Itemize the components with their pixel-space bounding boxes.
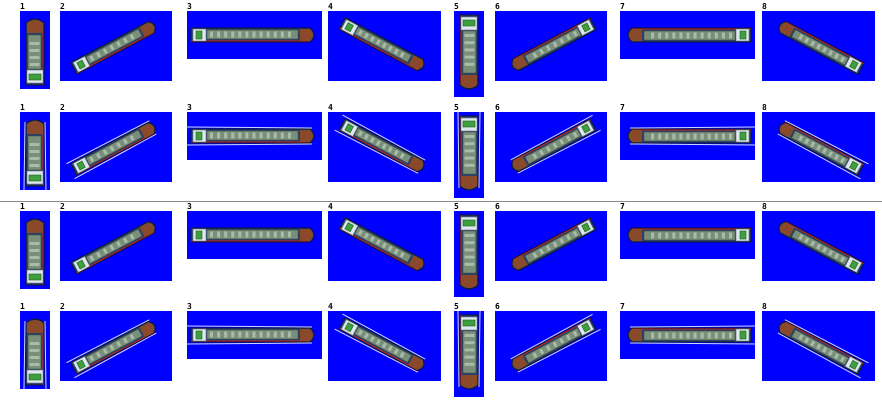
direction-label: 4 — [328, 202, 333, 211]
ship-sprite — [459, 14, 479, 90]
direction-label: 3 — [187, 202, 192, 211]
sprite-tile — [60, 11, 172, 81]
direction-label: 2 — [60, 2, 65, 11]
sprite-tile — [762, 311, 875, 381]
sprite-tile — [60, 211, 172, 281]
ship-sprite — [190, 227, 315, 243]
direction-label: 5 — [454, 302, 459, 311]
ship-sprite — [511, 217, 597, 271]
ship-sprite — [334, 313, 426, 373]
direction-label: 2 — [60, 103, 65, 112]
sprite-tile — [60, 311, 172, 381]
ship-sprite — [778, 20, 865, 75]
direction-label: 6 — [495, 103, 500, 112]
sprite-tile — [495, 11, 607, 81]
sprite-tile — [495, 311, 607, 381]
direction-label: 3 — [187, 302, 192, 311]
ship-sprite — [778, 220, 865, 275]
sprite-tile — [187, 112, 322, 160]
ship-sprite — [627, 227, 752, 243]
sprite-tile — [454, 311, 484, 397]
ship-sprite — [66, 120, 157, 180]
direction-label: 8 — [762, 302, 767, 311]
sprite-tile — [620, 112, 755, 160]
sprite-tile — [187, 211, 322, 259]
direction-label: 4 — [328, 302, 333, 311]
direction-label: 7 — [620, 103, 625, 112]
ship-sprite — [510, 313, 601, 373]
sprite-tile — [328, 112, 441, 182]
direction-label: 4 — [328, 103, 333, 112]
sprite-tile — [620, 11, 755, 59]
ship-sprite — [627, 325, 755, 345]
sprite-tile — [454, 211, 484, 297]
ship-sprite — [777, 120, 869, 180]
sprite-tile — [454, 112, 484, 198]
sprite-tile — [328, 11, 441, 81]
direction-label: 2 — [60, 202, 65, 211]
direction-label: 8 — [762, 2, 767, 11]
ship-sprite — [777, 319, 869, 379]
ship-sprite — [510, 114, 601, 174]
ship-sprite — [23, 318, 47, 389]
direction-label: 6 — [495, 2, 500, 11]
sprite-tile — [20, 11, 50, 89]
sprite-tile — [762, 211, 875, 281]
direction-label: 4 — [328, 2, 333, 11]
ship-sprite — [190, 27, 315, 43]
ship-sprite — [334, 114, 426, 174]
direction-label: 6 — [495, 202, 500, 211]
ship-sprite — [70, 21, 156, 75]
direction-label: 1 — [20, 2, 25, 11]
direction-label: 6 — [495, 302, 500, 311]
direction-label: 1 — [20, 302, 25, 311]
direction-label: 8 — [762, 103, 767, 112]
ship-sprite — [627, 27, 752, 43]
direction-label: 7 — [620, 302, 625, 311]
sprite-tile — [762, 112, 875, 182]
ship-sprite — [627, 126, 755, 146]
sprite-tile — [454, 11, 484, 97]
ship-sprite — [459, 214, 479, 290]
direction-label: 7 — [620, 2, 625, 11]
sprite-tile — [187, 311, 322, 359]
ship-sprite — [187, 126, 315, 146]
direction-label: 3 — [187, 2, 192, 11]
direction-label: 5 — [454, 103, 459, 112]
direction-label: 2 — [60, 302, 65, 311]
direction-label: 5 — [454, 202, 459, 211]
sprite-tile — [60, 112, 172, 182]
direction-label: 7 — [620, 202, 625, 211]
ship-sprite — [338, 217, 425, 272]
ship-sprite — [457, 311, 481, 390]
ship-sprite — [457, 112, 481, 191]
ship-sprite — [70, 221, 156, 275]
ship-sprite — [511, 17, 597, 71]
sprite-tile — [328, 311, 441, 381]
sprite-tile — [20, 211, 50, 289]
ship-sprite — [66, 319, 157, 379]
sprite-tile — [20, 112, 50, 190]
direction-label: 8 — [762, 202, 767, 211]
sprite-tile — [328, 211, 441, 281]
sprite-tile — [495, 211, 607, 281]
sprite-tile — [20, 311, 50, 389]
ship-sprite — [23, 119, 47, 190]
ship-sprite — [25, 218, 45, 286]
direction-label: 3 — [187, 103, 192, 112]
ship-sprite — [25, 18, 45, 86]
direction-label: 1 — [20, 202, 25, 211]
sprite-tile — [620, 211, 755, 259]
sprite-tile — [762, 11, 875, 81]
direction-label: 5 — [454, 2, 459, 11]
sprite-tile — [620, 311, 755, 359]
sprite-tile — [187, 11, 322, 59]
sprite-tile — [495, 112, 607, 182]
section-divider — [0, 201, 882, 202]
ship-sprite — [187, 325, 315, 345]
direction-label: 1 — [20, 103, 25, 112]
ship-sprite — [338, 17, 425, 72]
